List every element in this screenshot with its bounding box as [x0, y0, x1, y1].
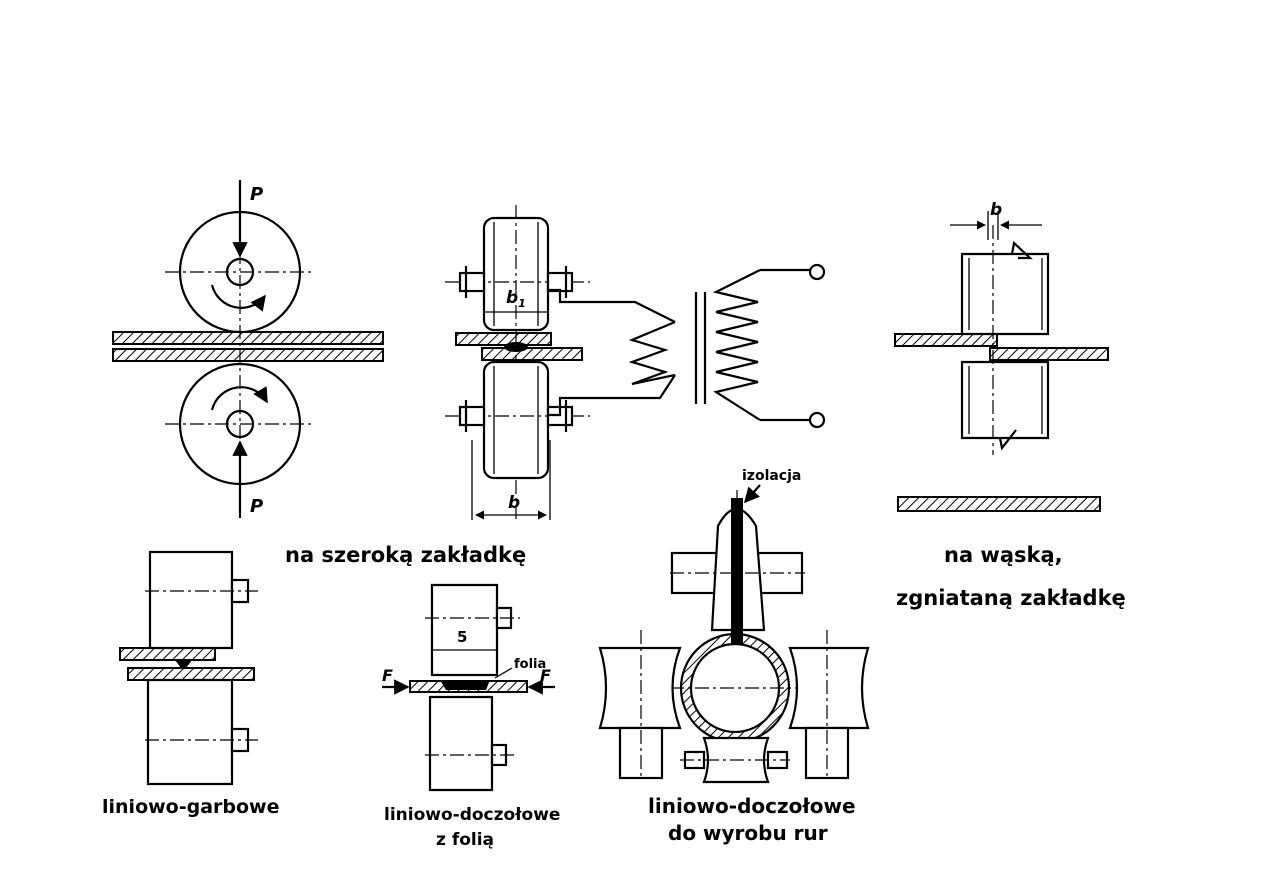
transformer-secondary-coil: [712, 269, 761, 421]
lower-narrow-electrode: [960, 360, 1050, 440]
caption-pipe-1: liniowo-doczołowe: [648, 794, 856, 818]
terminal: [808, 263, 826, 281]
figure-butt-foil: 5 F F folia liniowo-doczołowe z folią: [382, 583, 560, 850]
foil-label: folia: [514, 657, 546, 672]
lower-electrode: [146, 678, 234, 786]
force-label-right: F: [540, 666, 551, 685]
dimension-b1: b1: [506, 288, 526, 310]
electrode-number: 5: [457, 628, 467, 646]
upper-narrow-electrode: [960, 252, 1050, 336]
caption-narrow-lap-1: na wąską,: [944, 543, 1063, 567]
caption-narrow-lap-2: zgniataną zakładkę: [896, 586, 1126, 610]
upper-electrode: [148, 550, 234, 650]
left-forming-roller: [598, 646, 682, 730]
caption-wide-lap: na szeroką zakładkę: [285, 543, 526, 567]
force-label-left: F: [382, 666, 393, 685]
upper-sheet: [112, 331, 384, 345]
caption-projection: liniowo-garbowe: [102, 796, 280, 818]
figure-wide-lap: b1 b na szeroką zakładkę: [285, 205, 826, 567]
force-label-bottom: P: [250, 496, 263, 517]
force-label-top: P: [250, 184, 263, 205]
figure-projection-seam: liniowo-garbowe: [102, 550, 280, 818]
caption-pipe-2: do wyrobu rur: [668, 821, 828, 845]
transformer-primary-coil: [628, 320, 676, 386]
dimension-b-wide: b: [508, 493, 520, 513]
figure-pipe-welding: izolacja liniowo-doczołowe do wyrobu rur: [598, 468, 870, 845]
terminal: [808, 411, 826, 429]
crushed-seam-result: [897, 496, 1101, 512]
figure-roller-pressure: P P: [112, 180, 384, 518]
insulation-label: izolacja: [742, 468, 801, 484]
upper-electrode: [430, 583, 499, 677]
rotation-arrow-icon: [210, 284, 266, 312]
figure-narrow-lap: b na wąską, zgniataną zakładkę: [894, 200, 1126, 610]
lower-sheet: [112, 348, 384, 362]
right-forming-roller: [788, 646, 870, 730]
rotation-arrow-icon: [210, 386, 268, 411]
caption-butt-foil-2: z folią: [436, 830, 494, 850]
lower-electrode: [428, 695, 494, 792]
caption-butt-foil-1: liniowo-doczołowe: [384, 805, 560, 825]
dimension-b-narrow: b: [990, 200, 1002, 220]
